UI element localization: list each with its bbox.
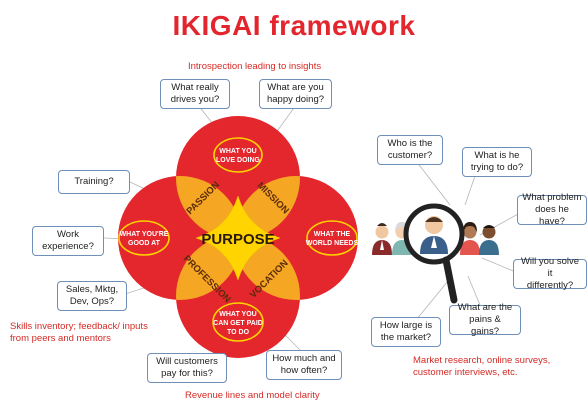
question-problem: What problem does he have? bbox=[517, 192, 587, 227]
question-trying: What is he trying to do? bbox=[462, 147, 532, 177]
person-icon-3 bbox=[460, 222, 480, 255]
question-pay: Will customers pay for this? bbox=[147, 353, 227, 383]
question-solve: Will you solve it differently? bbox=[513, 256, 587, 291]
circle-label-rings bbox=[118, 137, 358, 342]
question-sales: Sales, Mktg, Dev, Ops? bbox=[57, 281, 127, 311]
label-world-1: WHAT THE bbox=[314, 231, 351, 238]
person-icon-4 bbox=[479, 225, 499, 255]
question-training: Training? bbox=[58, 170, 130, 194]
label-good-1: WHAT YOU'RE bbox=[120, 231, 169, 238]
question-large: How large is the market? bbox=[371, 317, 441, 347]
note-introspection: Introspection leading to insights bbox=[188, 61, 322, 72]
note-skills: Skills inventory; feedback/ inputs from … bbox=[10, 321, 148, 344]
center-purpose: PURPOSE bbox=[201, 231, 274, 248]
label-love-1: WHAT YOU bbox=[219, 148, 256, 155]
question-pains: What are the pains & gains? bbox=[449, 302, 521, 337]
label-paid-3: TO DO bbox=[227, 329, 250, 336]
magnifier-icon bbox=[403, 203, 465, 304]
label-paid-2: CAN GET PAID bbox=[213, 320, 263, 327]
question-howmuch: How much and how often? bbox=[266, 350, 342, 380]
page-title: IKIGAI framework bbox=[172, 10, 416, 41]
person-icon-center bbox=[420, 216, 448, 254]
question-work: Work experience? bbox=[32, 226, 104, 256]
person-icon-1 bbox=[372, 223, 392, 255]
note-revenue: Revenue lines and model clarity bbox=[185, 390, 320, 401]
note-market-research: Market research, online surveys, custome… bbox=[413, 355, 551, 378]
label-good-2: GOOD AT bbox=[128, 240, 161, 247]
circle-labels: WHAT YOU LOVE DOING WHAT YOU'RE GOOD AT … bbox=[120, 148, 359, 336]
label-love-2: LOVE DOING bbox=[216, 157, 261, 164]
label-world-2: WORLD NEEDS bbox=[306, 240, 359, 247]
purpose-star bbox=[195, 195, 281, 281]
label-paid-1: WHAT YOU bbox=[219, 311, 256, 318]
question-drives: What really drives you? bbox=[160, 79, 230, 109]
people-icons bbox=[372, 216, 499, 255]
question-customer: Who is the customer? bbox=[377, 135, 443, 165]
question-happy: What are you happy doing? bbox=[259, 79, 332, 109]
